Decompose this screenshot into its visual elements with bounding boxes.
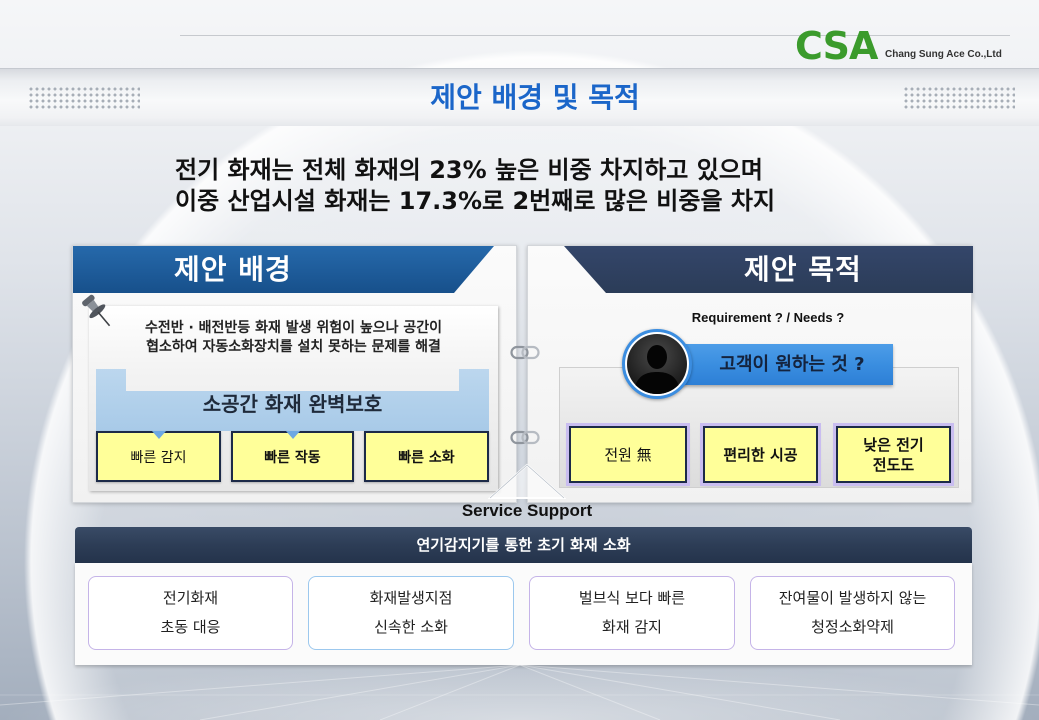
service-item-line-2: 화재 감지 <box>602 618 662 636</box>
service-benefits-panel: 전기화재 초동 대응 화재발생지점 신속한 소화 벌브식 보다 빠른 화재 감지… <box>75 563 972 665</box>
floor-perspective-lines <box>0 665 1039 720</box>
feature-label: 빠른 작동 <box>264 449 321 466</box>
service-item-line-2: 초동 대응 <box>160 618 221 636</box>
purpose-panel-heading: 제안 목적 <box>564 246 973 293</box>
headline-line-1: 전기 화재는 전체 화재의 23% 높은 비중 차지하고 있으며 <box>175 156 763 184</box>
need-box-low-conductivity: 낮은 전기 전도도 <box>836 426 951 483</box>
service-item-line-1: 잔여물이 발생하지 않는 <box>778 589 927 607</box>
customer-wants-bar: 고객이 원하는 것 ? <box>661 344 893 385</box>
feature-label: 빠른 감지 <box>130 449 187 466</box>
slide-title: 제안 배경 및 목적 <box>430 81 640 114</box>
service-item-clean-agent: 잔여물이 발생하지 않는 청정소화약제 <box>750 576 955 650</box>
service-item-line-2: 청정소화약제 <box>811 618 894 636</box>
service-item-line-1: 화재발생지점 <box>369 589 453 607</box>
triangle-marker-icon <box>152 431 166 439</box>
service-item-fast-detection: 벌브식 보다 빠른 화재 감지 <box>529 576 735 650</box>
service-item-line-1: 전기화재 <box>162 589 219 607</box>
feature-label: 빠른 소화 <box>398 449 455 466</box>
need-box-easy-install: 편리한 시공 <box>703 426 818 483</box>
feature-box-activate: 빠른 작동 <box>231 431 354 482</box>
proposal-background-panel: 제안 배경 수전반 · 배전반등 화재 발생 위험이 높으나 공간이 협소하여 … <box>72 245 517 503</box>
pushpin-icon <box>82 294 111 327</box>
service-item-line-2: 신속한 소화 <box>374 618 448 636</box>
service-item-rapid-extinguish: 화재발생지점 신속한 소화 <box>308 576 514 650</box>
need-label: 편리한 시공 <box>723 445 798 464</box>
chain-link-icon <box>510 345 540 360</box>
customer-avatar <box>622 329 692 399</box>
dot-pattern-left <box>28 86 140 110</box>
person-icon <box>627 334 687 394</box>
service-item-initial-response: 전기화재 초동 대응 <box>88 576 293 650</box>
need-box-no-power: 전원 無 <box>569 426 687 483</box>
title-band: 제안 배경 및 목적 <box>0 68 1039 126</box>
need-label: 전원 無 <box>604 445 652 464</box>
problem-line-2: 협소하여 자동소화장치를 설치 못하는 문제를 해결 <box>146 339 441 355</box>
chain-link-icon <box>510 430 540 445</box>
problem-statement: 수전반 · 배전반등 화재 발생 위험이 높으나 공간이 협소하여 자동소화장치… <box>89 319 498 357</box>
goal-text: 소공간 화재 완벽보호 <box>202 392 383 416</box>
feature-box-extinguish: 빠른 소화 <box>364 431 489 482</box>
background-panel-heading: 제안 배경 <box>73 246 494 293</box>
company-name: Chang Sung Ace Co.,Ltd <box>885 49 1002 60</box>
company-logo: CSA <box>795 24 878 68</box>
service-item-line-1: 벌브식 보다 빠른 <box>578 589 686 607</box>
headline-line-2: 이중 산업시설 화재는 17.3%로 2번째로 많은 비중을 차지 <box>175 187 776 215</box>
up-arrow-icon <box>488 463 566 499</box>
proposal-purpose-panel: 제안 목적 Requirement ? / Needs ? 고객이 원하는 것 … <box>527 245 973 503</box>
triangle-marker-icon <box>286 431 300 439</box>
requirement-question: Requirement ? / Needs ? <box>691 310 845 325</box>
service-banner: 연기감지기를 통한 초기 화재 소화 <box>75 527 972 563</box>
need-label-line-2: 전도도 <box>872 455 915 474</box>
dot-pattern-right <box>903 86 1015 110</box>
headline: 전기 화재는 전체 화재의 23% 높은 비중 차지하고 있으며 이중 산업시설… <box>175 155 895 217</box>
service-support-label: Service Support <box>461 501 593 520</box>
header-divider-line <box>180 35 1010 36</box>
need-label-line-1: 낮은 전기 <box>863 435 924 454</box>
problem-line-1: 수전반 · 배전반등 화재 발생 위험이 높으나 공간이 <box>144 320 443 336</box>
